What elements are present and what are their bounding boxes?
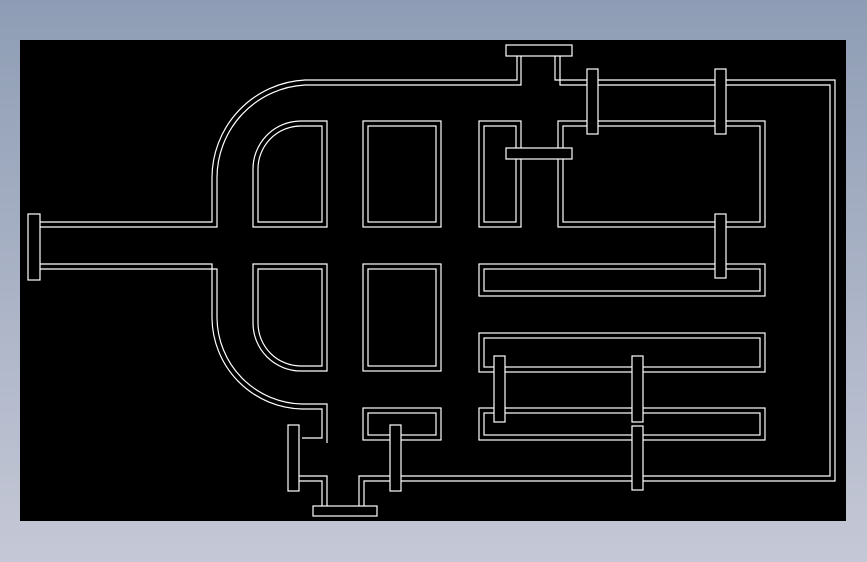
clamp-1[interactable] xyxy=(586,68,599,135)
cell-rounded-bottom-left-inner xyxy=(257,268,323,367)
left-inlet-pipe-bottom xyxy=(40,263,323,439)
flanges xyxy=(27,44,573,517)
bottom-left-run xyxy=(298,480,323,506)
channel-2 xyxy=(478,332,766,373)
clamps xyxy=(287,68,727,492)
manifold-outer-outline xyxy=(40,56,836,506)
flange-left[interactable] xyxy=(27,213,41,281)
clamp-8[interactable] xyxy=(389,424,402,492)
cell-top-narrow-inner xyxy=(483,125,517,223)
cell-bottom-middle-inner xyxy=(367,268,437,367)
flange-top[interactable] xyxy=(505,44,573,57)
top-right-run xyxy=(363,56,836,506)
cell-top-middle xyxy=(362,120,442,228)
cell-top-middle-inner xyxy=(367,125,437,223)
cell-rounded-top-left-inner xyxy=(257,125,323,223)
top-right-run-inner xyxy=(358,56,831,506)
flange-top-inner[interactable] xyxy=(505,147,573,160)
channel-3-inner xyxy=(483,412,761,436)
clamp-5[interactable] xyxy=(631,355,644,423)
cell-bottom-small-inner xyxy=(367,412,437,436)
clamp-2[interactable] xyxy=(714,68,727,135)
cell-rounded-top-left xyxy=(252,120,328,228)
drawing-viewport[interactable] xyxy=(20,40,846,521)
cell-bottom-small xyxy=(362,407,442,441)
cell-top-right xyxy=(557,120,766,228)
bottom-left-run-inner xyxy=(298,475,328,506)
channel-2-inner xyxy=(483,337,761,368)
clamp-3[interactable] xyxy=(714,213,727,279)
channel-1 xyxy=(478,263,766,297)
cell-top-narrow xyxy=(478,120,522,228)
cell-rounded-bottom-left xyxy=(252,263,328,372)
clamp-6[interactable] xyxy=(631,425,644,491)
left-inlet-pipe-top xyxy=(40,56,518,223)
clamp-7[interactable] xyxy=(287,424,300,492)
left-inlet-pipe-bottom-inner xyxy=(40,268,328,443)
left-inlet-pipe-top-inner xyxy=(40,56,522,228)
channel-3 xyxy=(478,407,766,441)
clamp-4[interactable] xyxy=(493,355,506,423)
channel-1-inner xyxy=(483,268,761,292)
cell-bottom-middle xyxy=(362,263,442,372)
cell-top-right-inner xyxy=(562,125,761,223)
cells xyxy=(252,120,766,441)
flange-bottom[interactable] xyxy=(312,505,378,517)
